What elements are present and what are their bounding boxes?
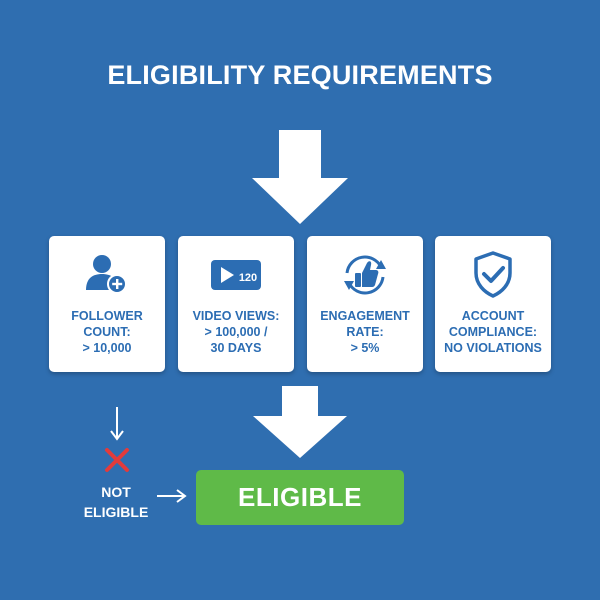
add-user-icon (49, 250, 165, 300)
shield-check-icon (435, 250, 551, 300)
card-label-line: FOLLOWER (71, 309, 143, 323)
small-down-arrow (110, 407, 124, 441)
video-view-count-text: 120 (239, 272, 257, 284)
not-eligible-label: NOT ELIGIBLE (72, 482, 160, 522)
card-label-line: > 100,000 / (204, 325, 268, 339)
card-label-line: ACCOUNT (461, 309, 525, 323)
eligible-result-box: ELIGIBLE (196, 470, 404, 525)
down-arrow-top (252, 130, 348, 224)
down-arrow-bottom (253, 386, 347, 458)
diagram-title: ELIGIBILITY REQUIREMENTS (107, 60, 493, 90)
card-label-line: NO VIOLATIONS (444, 341, 542, 355)
card-label-line: RATE: (346, 325, 384, 339)
card-label-line: > 10,000 (82, 341, 132, 355)
requirement-card-video-views: 120 VIDEO VIEWS: > 100,000 / 30 DAYS (178, 236, 294, 372)
video-views-icon: 120 (178, 250, 294, 300)
thumbs-up-cycle-icon (307, 250, 423, 300)
requirement-card-follower-count: FOLLOWER COUNT: > 10,000 (49, 236, 165, 372)
card-label-line: > 5% (350, 341, 380, 355)
requirement-card-engagement-rate: ENGAGEMENT RATE: > 5% (307, 236, 423, 372)
card-label-line: 30 DAYS (210, 341, 262, 355)
card-label-line: ENGAGEMENT (320, 309, 410, 323)
eligible-label: ELIGIBLE (238, 482, 362, 512)
not-eligible-line: NOT (101, 484, 131, 500)
card-label-line: COMPLIANCE: (448, 325, 538, 339)
red-cross-icon (105, 448, 129, 472)
card-label-line: COUNT: (83, 325, 131, 339)
right-arrow (157, 489, 187, 503)
card-label-line: VIDEO VIEWS: (192, 309, 280, 323)
requirement-card-account-compliance: ACCOUNT COMPLIANCE: NO VIOLATIONS (435, 236, 551, 372)
not-eligible-line: ELIGIBLE (83, 504, 149, 520)
